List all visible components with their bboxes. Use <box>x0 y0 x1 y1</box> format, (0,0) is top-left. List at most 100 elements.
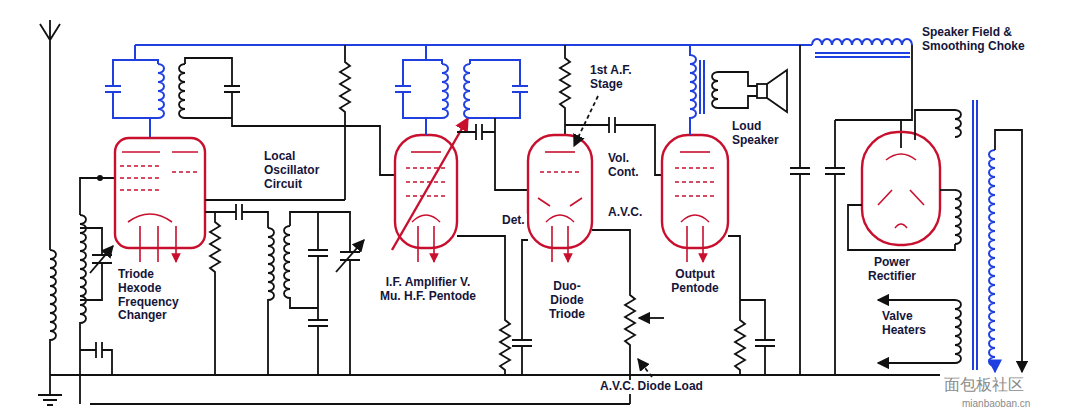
watermark: mianbaoban.cn <box>960 398 1032 410</box>
if-amplifier-valve <box>411 151 441 153</box>
signal-label: A.V.C. <box>606 206 644 220</box>
stage-label: 1st A.F. Stage <box>588 64 644 92</box>
rectifier-valve <box>848 110 955 250</box>
signal-label: Vol. Cont. <box>606 152 646 180</box>
valve-label: Triode Hexode Frequency Changer <box>116 268 198 323</box>
ground-rail <box>50 374 940 376</box>
power-transformer <box>989 150 995 366</box>
part-label: Local Oscillator Circuit <box>262 150 340 191</box>
input-tuned-circuit <box>80 175 115 404</box>
avc-diode-load <box>592 230 635 404</box>
antenna <box>40 20 60 250</box>
detector-valve <box>545 151 575 153</box>
if-transformer <box>179 64 185 118</box>
if-transformer <box>457 124 495 140</box>
oscillator-circuit <box>284 226 318 308</box>
loudspeaker <box>757 70 787 112</box>
power-transformer <box>955 110 961 137</box>
if-amplifier-valve <box>392 118 468 250</box>
if-transformer <box>158 64 164 118</box>
part-label: A.V.C. Diode Load <box>598 380 705 394</box>
part-label: Valve Heaters <box>880 310 942 338</box>
output-transformer <box>700 60 704 114</box>
rectifier-valve <box>862 132 940 245</box>
heater-leads <box>878 299 955 301</box>
power-transformer <box>973 100 977 370</box>
oscillator-circuit <box>205 199 345 201</box>
avc-diode-load <box>639 317 664 319</box>
input-tuned-circuit <box>80 178 115 215</box>
detector-valve <box>574 96 598 146</box>
power-transformer <box>955 100 1022 372</box>
smoothing-capacitor <box>900 120 902 148</box>
part-label: Loud Speaker <box>730 120 792 148</box>
output-transformer <box>718 72 757 108</box>
rectifier-valve <box>895 224 907 228</box>
frequency-changer-valve <box>128 214 172 222</box>
output-valve <box>662 135 728 248</box>
valve-label: Output Pentode <box>662 268 728 296</box>
detector-valve <box>512 240 532 375</box>
part-label: Speaker Field & Smoothing Choke <box>920 26 1032 54</box>
if-transformer <box>149 118 151 138</box>
ht-line <box>135 45 812 46</box>
output-valve <box>681 215 709 222</box>
detector-valve <box>546 215 574 222</box>
input-tuned-circuit <box>80 228 112 300</box>
output-transformer <box>712 72 718 108</box>
if-transformer <box>105 45 395 175</box>
smoothing-choke <box>815 53 910 57</box>
detector-valve <box>552 226 568 262</box>
ground-rail <box>50 375 940 404</box>
if-transformer <box>395 45 442 135</box>
if-amplifier-valve <box>412 215 440 222</box>
if-transformer <box>470 60 528 118</box>
power-transformer <box>994 366 996 372</box>
oscillator-circuit <box>308 212 328 375</box>
ground-rail <box>90 403 630 405</box>
antenna <box>38 395 62 405</box>
frequency-changer-valve <box>115 138 205 262</box>
frequency-changer-valve <box>120 166 198 190</box>
avc-diode-load <box>592 230 664 404</box>
detector-valve <box>528 135 592 248</box>
if-transformer <box>105 45 158 118</box>
if-amplifier-valve <box>392 118 468 262</box>
smoothing-capacitor <box>790 45 810 375</box>
output-valve <box>662 135 775 375</box>
output-valve <box>740 300 775 375</box>
input-tuned-circuit <box>97 175 103 181</box>
antenna <box>50 250 56 395</box>
resistor-symbol <box>560 45 570 135</box>
output-valve <box>680 151 710 153</box>
smoothing-choke <box>812 39 912 120</box>
rectifier-valve <box>940 189 955 191</box>
smoothing-choke <box>812 39 912 45</box>
oscillator-circuit <box>290 212 360 375</box>
resistor-symbol <box>457 236 510 375</box>
oscillator-circuit <box>268 228 274 375</box>
smoothing-choke <box>835 45 912 120</box>
frequency-changer-valve <box>140 226 176 262</box>
detector-valve <box>512 96 662 375</box>
if-amplifier-valve <box>418 226 434 262</box>
power-transformer <box>955 300 961 363</box>
heater-leads <box>878 300 955 363</box>
frequency-changer-valve <box>122 151 198 153</box>
output-valve <box>687 226 703 262</box>
output-valve <box>675 168 715 196</box>
resistor-symbol <box>728 236 745 375</box>
if-transformer <box>442 64 448 118</box>
rectifier-valve <box>878 190 924 205</box>
rectifier-valve <box>915 110 955 140</box>
power-transformer <box>995 130 1022 372</box>
if-transformer <box>395 45 528 190</box>
detector-valve <box>538 198 582 206</box>
frequency-changer-valve <box>115 138 205 248</box>
resistor-symbol <box>210 45 745 375</box>
ht-line <box>135 44 812 46</box>
loudspeaker <box>757 84 767 98</box>
heater-leads <box>878 362 955 364</box>
